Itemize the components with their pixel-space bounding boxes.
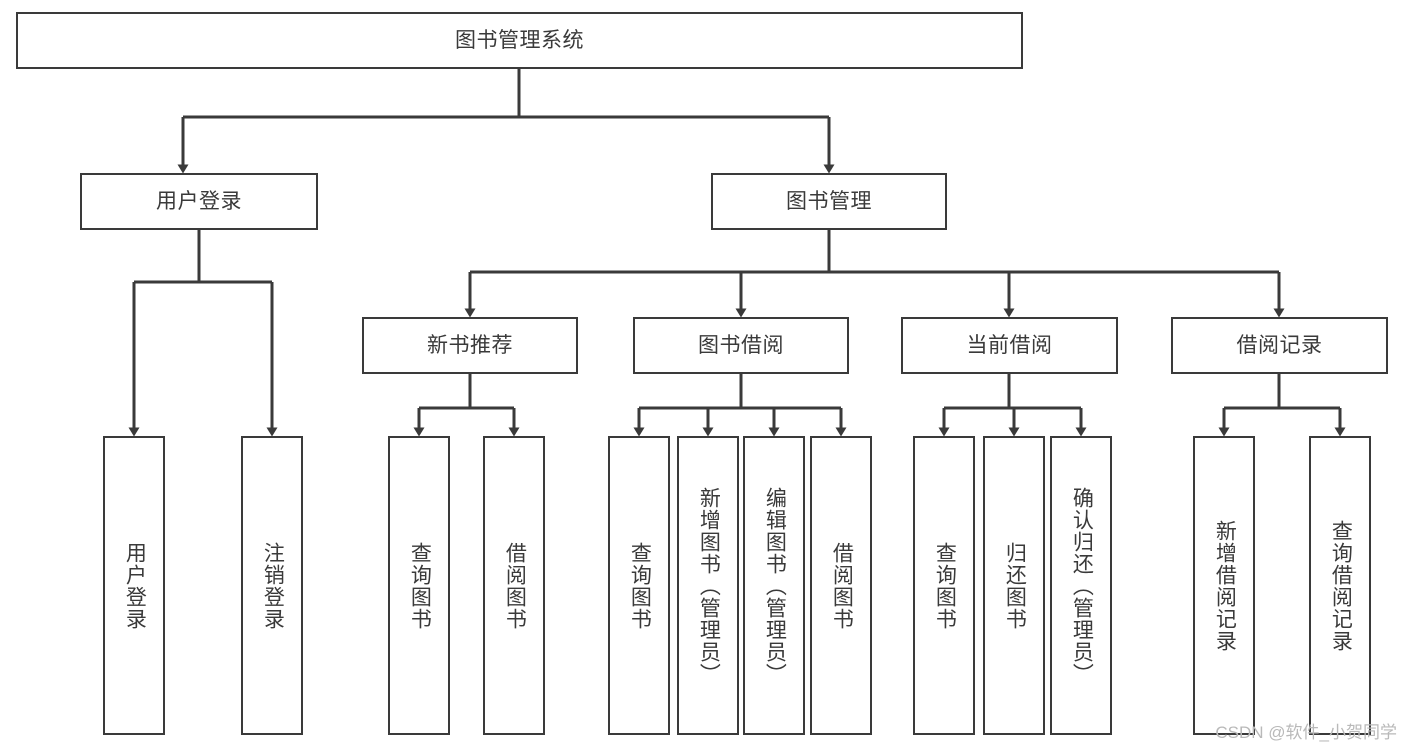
node-leaf-borrow-book-rec[interactable]: 借阅图书 [483,436,545,735]
node-borrow-record-label: 借阅记录 [1236,333,1323,357]
node-leaf-add-borrow-record[interactable]: 新增借阅记录 [1193,436,1255,735]
node-leaf-query-book-borrow-label: 查询图书 [628,541,652,630]
node-leaf-user-login-label: 用户登录 [123,541,147,630]
node-current-borrow-label: 当前借阅 [966,333,1053,357]
node-book-borrow[interactable]: 图书借阅 [633,317,849,374]
node-leaf-edit-book-admin[interactable]: 编辑图书（管理员） [743,436,805,735]
node-leaf-return-book[interactable]: 归还图书 [983,436,1045,735]
node-leaf-borrow-book[interactable]: 借阅图书 [810,436,872,735]
node-user-login[interactable]: 用户登录 [80,173,318,230]
node-new-book-recommend-label: 新书推荐 [427,333,513,357]
node-root-label: 图书管理系统 [455,28,584,52]
node-leaf-query-book-rec-label: 查询图书 [408,541,432,630]
node-leaf-query-book-current[interactable]: 查询图书 [913,436,975,735]
node-leaf-logout-label: 注销登录 [261,541,285,630]
node-leaf-query-book-current-label: 查询图书 [933,541,957,630]
node-book-borrow-label: 图书借阅 [698,333,784,357]
node-book-manage-label: 图书管理 [786,189,872,213]
node-leaf-query-borrow-record[interactable]: 查询借阅记录 [1309,436,1371,735]
node-book-manage[interactable]: 图书管理 [711,173,947,230]
node-leaf-confirm-return-admin-label: 确认归还（管理员） [1070,486,1094,685]
node-leaf-add-book-admin-label: 新增图书（管理员） [697,486,721,685]
node-borrow-record[interactable]: 借阅记录 [1171,317,1388,374]
node-leaf-logout[interactable]: 注销登录 [241,436,303,735]
csdn-watermark: CSDN @软件_小贺同学 [1215,723,1397,742]
node-leaf-add-borrow-record-label: 新增借阅记录 [1213,519,1237,652]
node-leaf-query-book-rec[interactable]: 查询图书 [388,436,450,735]
node-new-book-recommend[interactable]: 新书推荐 [362,317,578,374]
node-leaf-confirm-return-admin[interactable]: 确认归还（管理员） [1050,436,1112,735]
node-leaf-add-book-admin[interactable]: 新增图书（管理员） [677,436,739,735]
node-leaf-return-book-label: 归还图书 [1003,541,1027,630]
node-leaf-borrow-book-rec-label: 借阅图书 [503,541,527,630]
node-leaf-query-book-borrow[interactable]: 查询图书 [608,436,670,735]
node-user-login-label: 用户登录 [156,189,242,213]
node-leaf-query-borrow-record-label: 查询借阅记录 [1329,519,1353,652]
node-leaf-borrow-book-label: 借阅图书 [830,541,854,630]
node-leaf-user-login[interactable]: 用户登录 [103,436,165,735]
node-current-borrow[interactable]: 当前借阅 [901,317,1118,374]
node-root[interactable]: 图书管理系统 [16,12,1023,69]
node-leaf-edit-book-admin-label: 编辑图书（管理员） [763,486,787,685]
